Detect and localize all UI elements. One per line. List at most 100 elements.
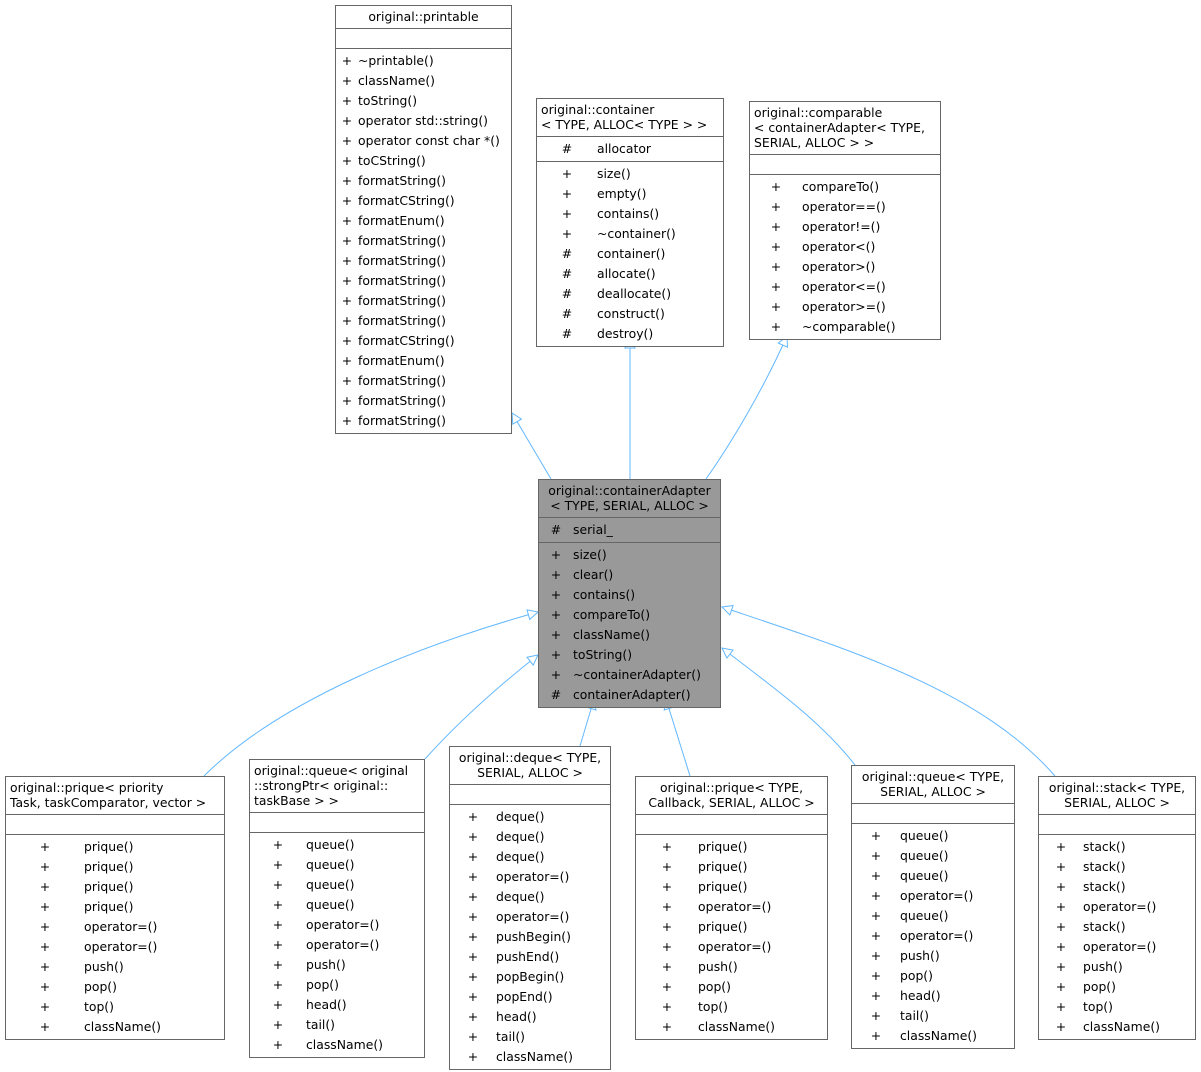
method-row[interactable]: +formatString() <box>336 271 511 291</box>
class-box-stack[interactable]: original::stack< TYPE, SERIAL, ALLOC >+s… <box>1038 776 1196 1040</box>
attribute-row[interactable]: #serial_ <box>539 520 720 540</box>
method-row[interactable]: #allocate() <box>537 264 723 284</box>
method-row[interactable]: +deque() <box>450 827 610 847</box>
method-row[interactable]: +formatString() <box>336 391 511 411</box>
method-row[interactable]: +operator=() <box>852 926 1014 946</box>
class-box-comparable[interactable]: original::comparable < containerAdapter<… <box>749 101 941 340</box>
method-row[interactable]: +~container() <box>537 224 723 244</box>
method-row[interactable]: +head() <box>450 1007 610 1027</box>
method-row[interactable]: +push() <box>1039 957 1195 977</box>
method-row[interactable]: +pop() <box>6 977 224 997</box>
class-box-containerAdapter[interactable]: original::containerAdapter < TYPE, SERIA… <box>538 479 721 708</box>
method-row[interactable]: +className() <box>450 1047 610 1067</box>
method-row[interactable]: +operator=() <box>250 935 424 955</box>
method-row[interactable]: +tail() <box>852 1006 1014 1026</box>
method-row[interactable]: +queue() <box>250 835 424 855</box>
method-row[interactable]: +queue() <box>852 826 1014 846</box>
method-row[interactable]: +popEnd() <box>450 987 610 1007</box>
method-row[interactable]: +operator=() <box>450 907 610 927</box>
method-row[interactable]: +className() <box>6 1017 224 1037</box>
class-box-printable[interactable]: original::printable+~printable()+classNa… <box>335 5 512 434</box>
method-row[interactable]: +className() <box>250 1035 424 1055</box>
method-row[interactable]: +top() <box>636 997 827 1017</box>
method-row[interactable]: +className() <box>852 1026 1014 1046</box>
method-row[interactable]: +push() <box>250 955 424 975</box>
method-row[interactable]: #containerAdapter() <box>539 685 720 705</box>
method-row[interactable]: +queue() <box>852 846 1014 866</box>
method-row[interactable]: +pop() <box>1039 977 1195 997</box>
method-row[interactable]: +operator=() <box>6 917 224 937</box>
method-row[interactable]: +operator const char *() <box>336 131 511 151</box>
method-row[interactable]: +formatEnum() <box>336 211 511 231</box>
method-row[interactable]: +push() <box>852 946 1014 966</box>
class-box-prique-callback[interactable]: original::prique< TYPE, Callback, SERIAL… <box>635 776 828 1040</box>
method-row[interactable]: +compareTo() <box>750 177 940 197</box>
method-row[interactable]: +tail() <box>450 1027 610 1047</box>
method-row[interactable]: +formatString() <box>336 371 511 391</box>
method-row[interactable]: +deque() <box>450 847 610 867</box>
method-row[interactable]: +prique() <box>636 917 827 937</box>
method-row[interactable]: +~comparable() <box>750 317 940 337</box>
method-row[interactable]: +deque() <box>450 807 610 827</box>
method-row[interactable]: +formatString() <box>336 411 511 431</box>
method-row[interactable]: +prique() <box>6 877 224 897</box>
method-row[interactable]: +stack() <box>1039 917 1195 937</box>
method-row[interactable]: +queue() <box>852 906 1014 926</box>
method-row[interactable]: +className() <box>539 625 720 645</box>
method-row[interactable]: +pop() <box>636 977 827 997</box>
method-row[interactable]: +operator=() <box>6 937 224 957</box>
method-row[interactable]: +top() <box>1039 997 1195 1017</box>
method-row[interactable]: +operator=() <box>636 937 827 957</box>
class-box-queue-strongPtr[interactable]: original::queue< original ::strongPtr< o… <box>249 759 425 1058</box>
method-row[interactable]: +operator=() <box>1039 937 1195 957</box>
method-row[interactable]: +formatString() <box>336 291 511 311</box>
method-row[interactable]: +clear() <box>539 565 720 585</box>
class-box-deque[interactable]: original::deque< TYPE, SERIAL, ALLOC >+d… <box>449 746 611 1070</box>
method-row[interactable]: +prique() <box>6 837 224 857</box>
method-row[interactable]: +pop() <box>250 975 424 995</box>
method-row[interactable]: +top() <box>6 997 224 1017</box>
method-row[interactable]: +push() <box>636 957 827 977</box>
class-box-queue[interactable]: original::queue< TYPE, SERIAL, ALLOC >+q… <box>851 765 1015 1049</box>
method-row[interactable]: +pushEnd() <box>450 947 610 967</box>
method-row[interactable]: +queue() <box>250 855 424 875</box>
method-row[interactable]: #destroy() <box>537 324 723 344</box>
method-row[interactable]: +className() <box>336 71 511 91</box>
method-row[interactable]: +operator==() <box>750 197 940 217</box>
method-row[interactable]: +prique() <box>636 877 827 897</box>
method-row[interactable]: +operator<=() <box>750 277 940 297</box>
method-row[interactable]: #deallocate() <box>537 284 723 304</box>
method-row[interactable]: #construct() <box>537 304 723 324</box>
method-row[interactable]: +operator=() <box>852 886 1014 906</box>
method-row[interactable]: +popBegin() <box>450 967 610 987</box>
method-row[interactable]: +size() <box>539 545 720 565</box>
method-row[interactable]: +operator std::string() <box>336 111 511 131</box>
method-row[interactable]: +prique() <box>636 857 827 877</box>
method-row[interactable]: +empty() <box>537 184 723 204</box>
method-row[interactable]: +toString() <box>539 645 720 665</box>
method-row[interactable]: +prique() <box>6 857 224 877</box>
method-row[interactable]: +className() <box>1039 1017 1195 1037</box>
method-row[interactable]: +formatEnum() <box>336 351 511 371</box>
method-row[interactable]: +operator=() <box>250 915 424 935</box>
method-row[interactable]: +formatCString() <box>336 331 511 351</box>
method-row[interactable]: +queue() <box>250 895 424 915</box>
method-row[interactable]: +operator=() <box>450 867 610 887</box>
method-row[interactable]: +contains() <box>539 585 720 605</box>
method-row[interactable]: +formatString() <box>336 171 511 191</box>
method-row[interactable]: +operator=() <box>636 897 827 917</box>
method-row[interactable]: +operator<() <box>750 237 940 257</box>
method-row[interactable]: +operator=() <box>1039 897 1195 917</box>
method-row[interactable]: +prique() <box>636 837 827 857</box>
method-row[interactable]: +~containerAdapter() <box>539 665 720 685</box>
method-row[interactable]: +formatString() <box>336 231 511 251</box>
attribute-row[interactable]: #allocator <box>537 139 723 159</box>
method-row[interactable]: +size() <box>537 164 723 184</box>
method-row[interactable]: +stack() <box>1039 857 1195 877</box>
method-row[interactable]: +prique() <box>6 897 224 917</box>
method-row[interactable]: +push() <box>6 957 224 977</box>
method-row[interactable]: +formatCString() <box>336 191 511 211</box>
method-row[interactable]: +stack() <box>1039 837 1195 857</box>
method-row[interactable]: +contains() <box>537 204 723 224</box>
method-row[interactable]: +operator>() <box>750 257 940 277</box>
